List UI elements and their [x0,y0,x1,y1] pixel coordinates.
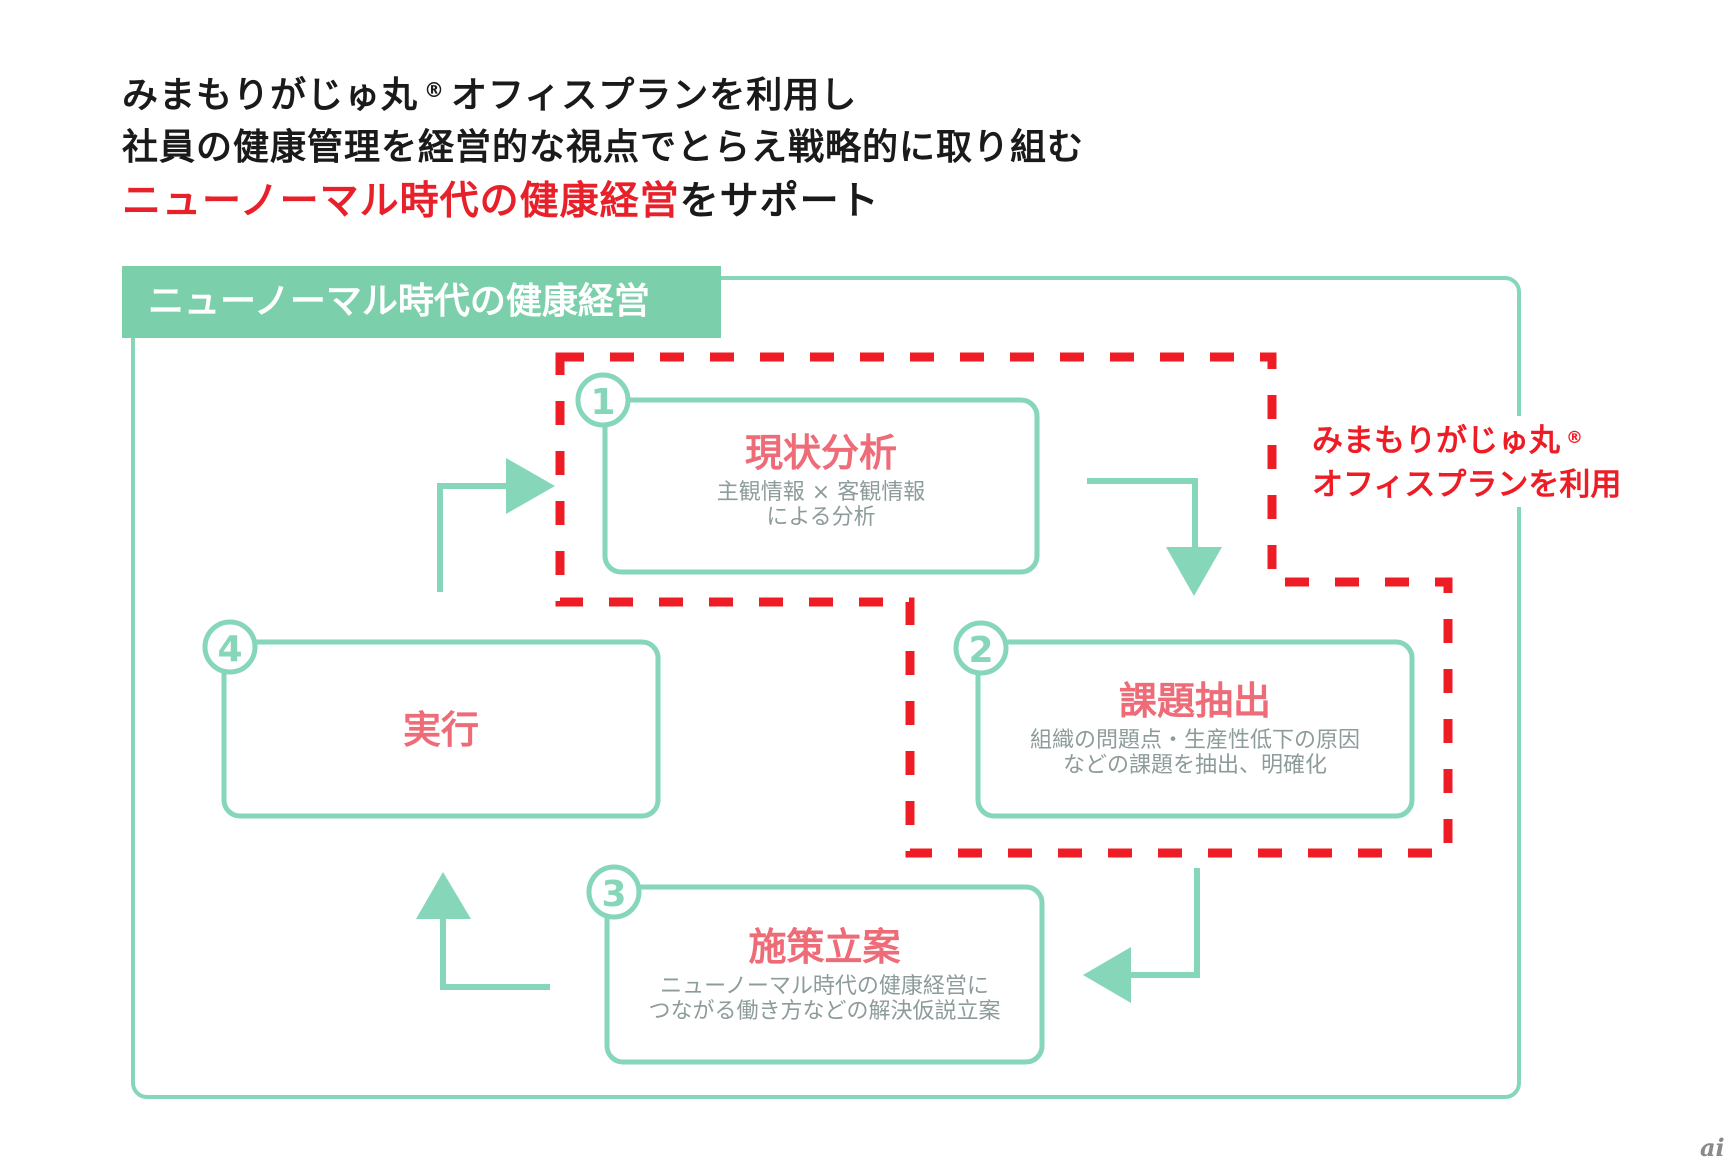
step-1-box [602,397,1040,575]
step-3-content: 施策立案 ニューノーマル時代の健康経営に つながる働き方などの解決仮説立案 [607,924,1042,1024]
step-2-desc-line-2: などの課題を抽出、明確化 [1062,753,1327,778]
ai-logo: ai [1700,1133,1725,1162]
headline-line-3: ニューノーマル時代の健康経営をサポート [122,170,880,226]
step-2-content: 課題抽出 組織の問題点・生産性低下の原因 などの課題を抽出、明確化 [978,678,1412,778]
highlight-note-line-1: みまもりがじゅ丸 ® [1312,416,1621,463]
registered-mark: ® [1566,428,1583,448]
arrow-3-to-4-icon [416,872,550,990]
arrow-2-to-3-icon [1083,868,1200,1003]
step-2-number-icon: 2 [953,620,1009,676]
headline-product-name: みまもりがじゅ丸 [122,75,419,116]
step-4-box [221,639,661,819]
svg-text:2: 2 [968,630,993,671]
highlight-note-product: みまもりがじゅ丸 [1312,423,1560,459]
outer-frame [131,276,1521,1099]
svg-text:4: 4 [217,629,242,670]
svg-text:1: 1 [590,382,615,423]
svg-text:3: 3 [601,874,626,915]
step-2-title: 課題抽出 [1118,679,1271,723]
step-4-title: 実行 [402,708,479,752]
step-1-title: 現状分析 [744,431,897,475]
step-1-content: 現状分析 主観情報 × 客観情報 による分析 [605,430,1037,530]
step-3-desc-line-1: ニューノーマル時代の健康経営に [660,974,989,999]
step-3-title: 施策立案 [748,925,901,969]
step-2-desc-line-1: 組織の問題点・生産性低下の原因 [1029,728,1360,753]
step-1-number-icon: 1 [575,372,631,428]
highlight-note-line-2: オフィスプランを利用 [1312,467,1622,503]
step-4-number-icon: 4 [202,619,258,675]
headline-line-2: 社員の健康管理を経営的な視点でとらえ戦略的に取り組む [122,127,1085,168]
registered-mark: ® [424,78,446,102]
step-1-desc-line-2: による分析 [766,505,876,530]
step-4-content: 実行 [224,707,658,753]
arrow-1-to-2-icon [1087,478,1222,596]
step-3-desc-line-2: つながる働き方などの解決仮説立案 [648,999,1001,1024]
highlight-dashed-region [555,352,1453,858]
headline-line-3-rest: をサポート [679,179,880,224]
headline-line-1: みまもりがじゅ丸®オフィスプランを利用し [122,66,857,118]
step-3-number-icon: 3 [586,864,642,920]
highlight-note: みまもりがじゅ丸 ® オフィスプランを利用 [1308,416,1626,507]
step-1-desc-line-1: 主観情報 × 客観情報 [716,480,926,505]
arrow-4-to-1-icon [437,458,555,592]
headline-line-1-rest: オフィスプランを利用し [451,75,858,116]
section-title: ニューノーマル時代の健康経営 [122,266,721,338]
step-2-box [975,639,1415,819]
step-3-box [604,884,1045,1065]
headline-highlight: ニューノーマル時代の健康経営 [122,179,680,224]
